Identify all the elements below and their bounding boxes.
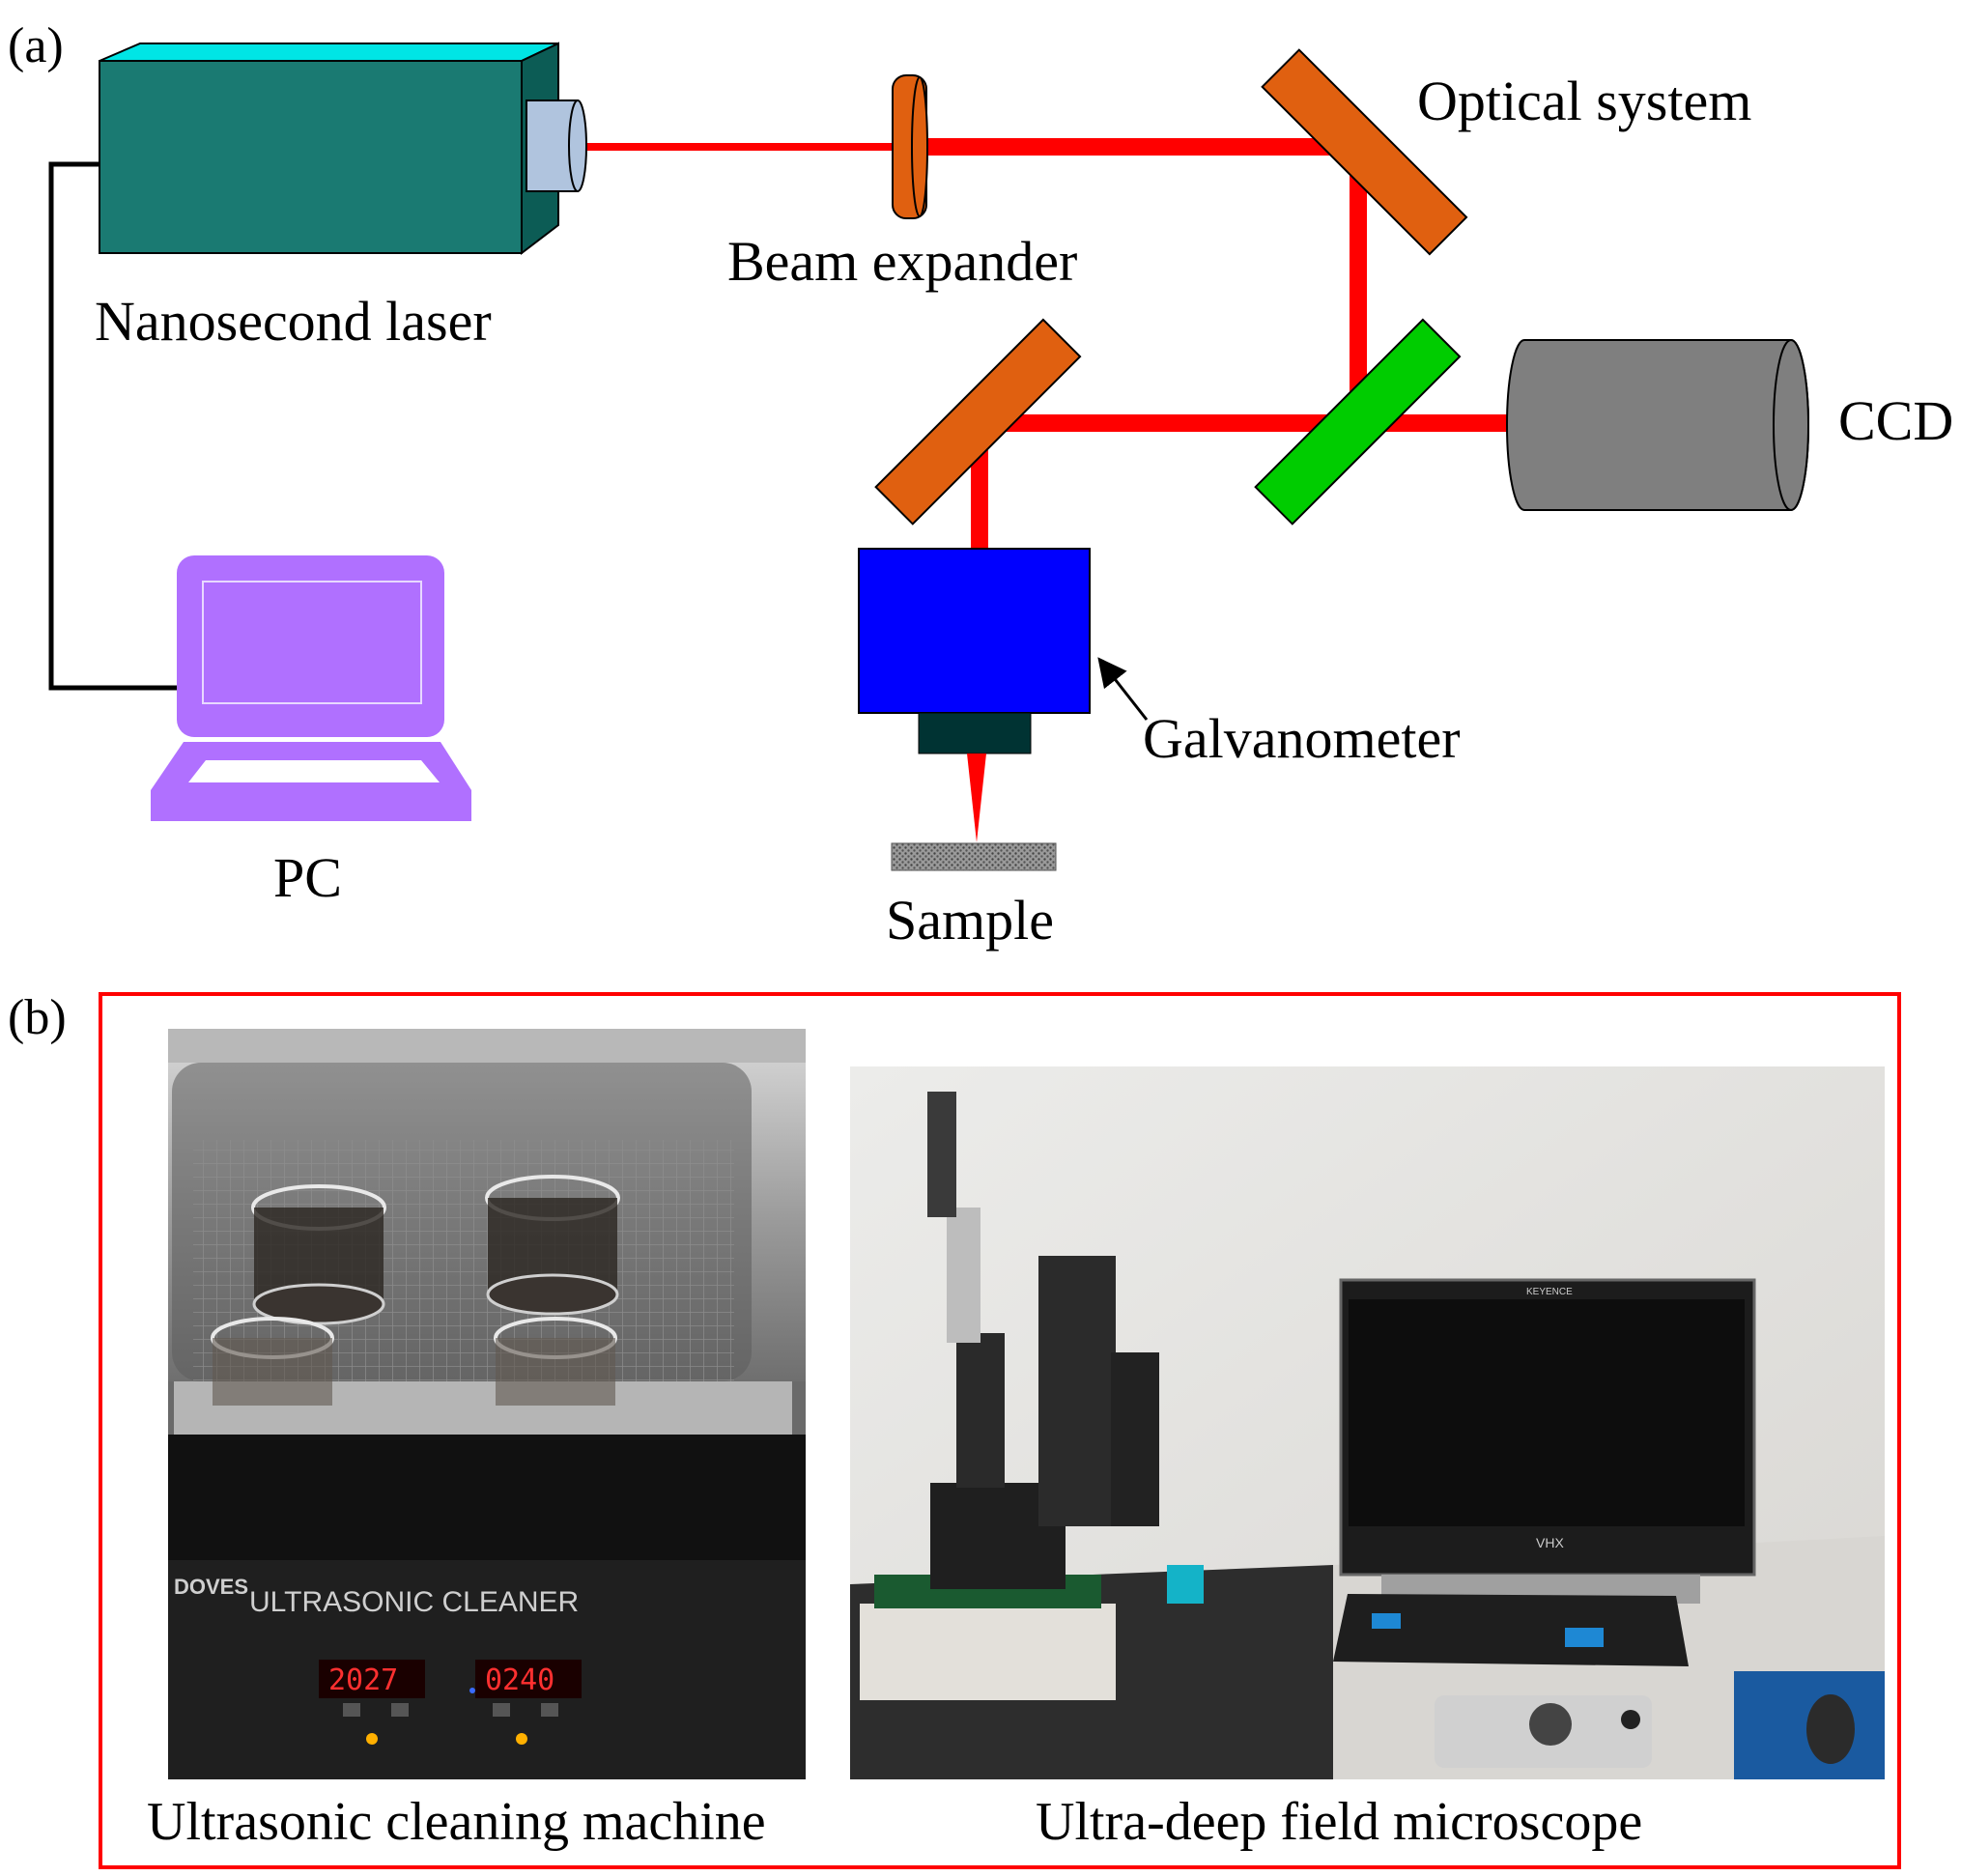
- beam-expander-label: Beam expander: [727, 230, 1077, 293]
- panel-b-frame: [99, 992, 1901, 1869]
- beam-splitter: [1254, 318, 1462, 526]
- field-lens-mount: [918, 712, 1032, 754]
- optical-system-label: Optical system: [1417, 70, 1751, 132]
- cleaner-displays: 2027 0240: [319, 1660, 582, 1745]
- mouse: [1806, 1694, 1855, 1764]
- beam-expander-lens: [892, 74, 928, 219]
- keyboard: [1333, 1594, 1689, 1666]
- ccd-label: CCD: [1838, 389, 1953, 452]
- pc-laser-cable: [48, 161, 179, 691]
- panel-b-label: (b): [8, 990, 67, 1045]
- laser-front-face: [99, 60, 523, 254]
- microscope-photo: KEYENCE VHX: [850, 1066, 1885, 1779]
- galvanometer-label: Galvanometer: [1143, 707, 1461, 770]
- laser-label: Nanosecond laser: [95, 290, 492, 353]
- microscope-unit: [860, 1092, 1204, 1700]
- monitor-model: VHX: [1536, 1535, 1564, 1550]
- laser-top-face: [99, 43, 559, 62]
- cleaner-display-left: 2027: [328, 1663, 398, 1697]
- monitor-brand: KEYENCE: [1526, 1287, 1573, 1297]
- focused-beam: [967, 753, 986, 842]
- pc-label: PC: [273, 846, 342, 909]
- beakers: [211, 1175, 620, 1406]
- galvanometer-pointer-arrow: [1097, 657, 1149, 721]
- cleaner-brand: DOVES: [174, 1575, 248, 1599]
- optical-system-mirror: [1261, 48, 1468, 256]
- ultrasonic-cleaner-photo: DOVES ULTRASONIC CLEANER 2027 0240: [168, 1029, 806, 1779]
- sample-label: Sample: [886, 889, 1054, 952]
- cleaner-caption: Ultrasonic cleaning machine: [147, 1792, 766, 1852]
- cleaner-brand-text: ULTRASONIC CLEANER: [249, 1586, 579, 1618]
- microscope-caption: Ultra-deep field microscope: [1036, 1792, 1642, 1852]
- laser-aperture: [526, 99, 587, 192]
- panel-a-label: (a): [8, 18, 64, 73]
- galvo-feed-mirror: [874, 318, 1082, 526]
- microscope-monitor: KEYENCE VHX: [1339, 1278, 1756, 1604]
- nanosecond-laser: [99, 42, 587, 256]
- galvanometer-body: [858, 548, 1091, 714]
- ccd-camera: [1506, 339, 1809, 511]
- controller: [1435, 1695, 1652, 1768]
- sample-plate: [891, 842, 1057, 871]
- cleaner-display-right: 0240: [485, 1663, 554, 1697]
- pc-laptop-icon: [151, 555, 471, 821]
